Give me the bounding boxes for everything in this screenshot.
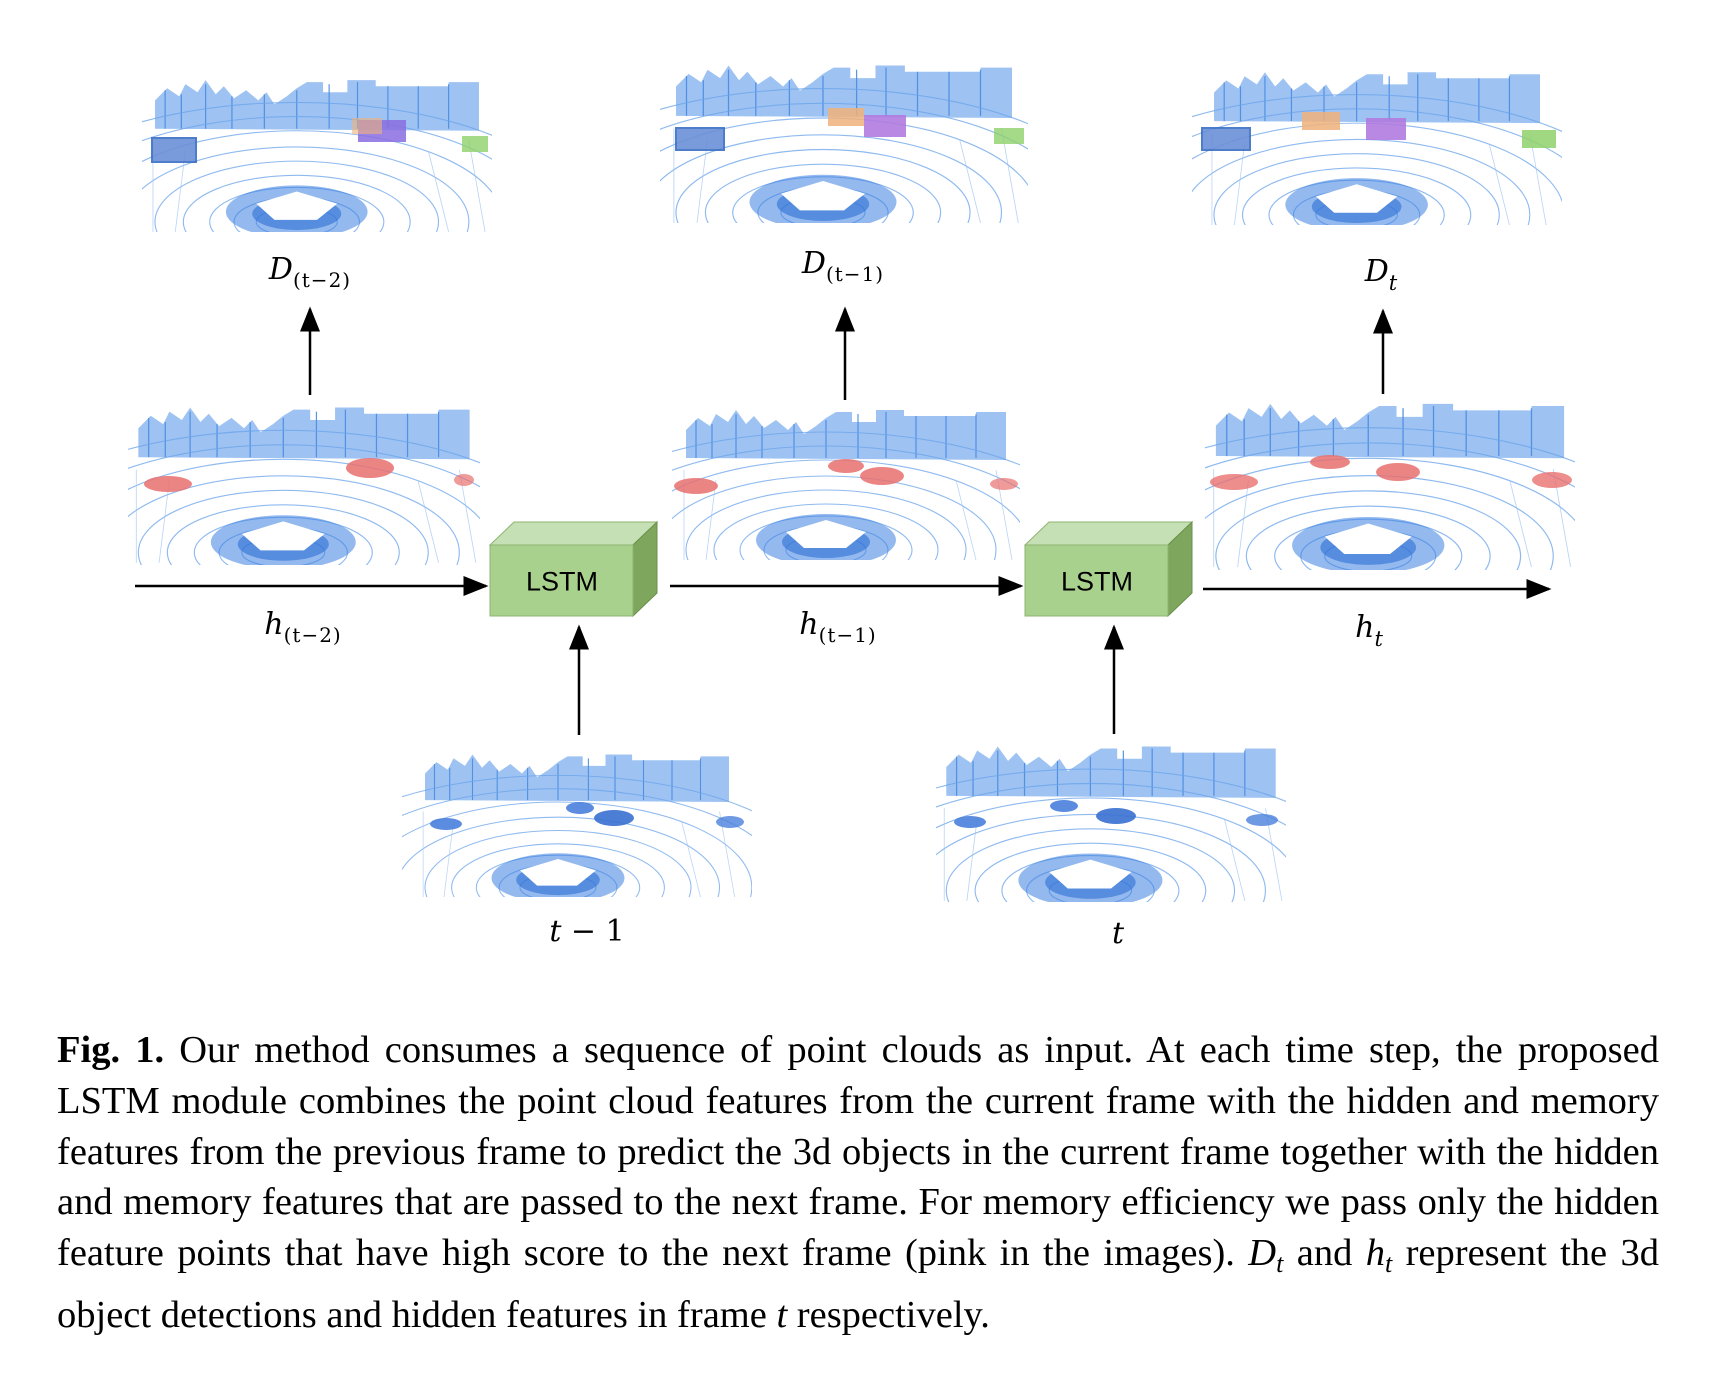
hidden-point-highlight xyxy=(1310,455,1350,469)
detected-car-box xyxy=(1366,118,1406,140)
label-h-t-minus-1: h(t−1) xyxy=(799,607,877,647)
detected-car-box xyxy=(828,108,864,126)
label-d-t-minus-1: D(t−1) xyxy=(801,246,885,286)
label-h-t-minus-2: h(t−2) xyxy=(264,607,342,647)
lstm-block-2 xyxy=(1023,520,1194,618)
input-image-t-minus-1 xyxy=(402,745,752,897)
label-h-t: ht xyxy=(1355,610,1383,651)
detected-car-box xyxy=(1302,112,1340,130)
hidden-point-highlight xyxy=(828,459,864,473)
detected-car-box xyxy=(1522,130,1556,148)
lstm-label-1: LSTM xyxy=(525,566,599,597)
input-image-t xyxy=(936,735,1286,902)
figure-caption: Fig. 1. Our method consumes a sequence o… xyxy=(57,1029,1660,1336)
hidden-image-t-minus-2 xyxy=(128,396,480,565)
label-d-t-minus-2: D(t−2) xyxy=(268,252,352,292)
label-input-t: t xyxy=(1111,916,1125,951)
hidden-point-highlight xyxy=(674,478,718,494)
detected-car-box xyxy=(994,128,1024,144)
diagram-canvas xyxy=(128,55,1575,902)
detected-car-box xyxy=(462,136,488,152)
detected-car-box xyxy=(864,115,906,137)
hidden-point-highlight xyxy=(1376,463,1420,481)
label-input-t-minus-1: t − 1 xyxy=(549,914,625,949)
hidden-point-highlight xyxy=(144,476,192,492)
lstm-pipeline-diagram: LSTM LSTM D(t−2) D(t−1) Dt h(t−2) h(t−1)… xyxy=(128,55,1575,951)
hidden-point-highlight xyxy=(1210,474,1258,490)
detected-car-box xyxy=(151,137,197,163)
detected-car-box xyxy=(352,118,382,134)
hidden-point-highlight xyxy=(346,458,394,478)
figure-number: Fig. 1. xyxy=(57,1029,165,1071)
lstm-block-1 xyxy=(488,520,659,618)
hidden-point-highlight xyxy=(860,467,904,485)
lstm-label-2: LSTM xyxy=(1060,566,1134,597)
hidden-point-highlight xyxy=(454,474,474,486)
detection-image-t-minus-2 xyxy=(142,70,492,232)
detection-image-t-minus-1 xyxy=(660,55,1028,223)
label-d-t: Dt xyxy=(1364,254,1398,295)
detected-car-box xyxy=(675,127,725,151)
detected-car-box xyxy=(1201,127,1251,151)
hidden-image-t-minus-1 xyxy=(672,400,1020,560)
detection-image-t xyxy=(1192,62,1562,225)
hidden-point-highlight xyxy=(990,478,1018,490)
hidden-point-highlight xyxy=(1532,472,1572,488)
hidden-image-t xyxy=(1205,392,1575,570)
